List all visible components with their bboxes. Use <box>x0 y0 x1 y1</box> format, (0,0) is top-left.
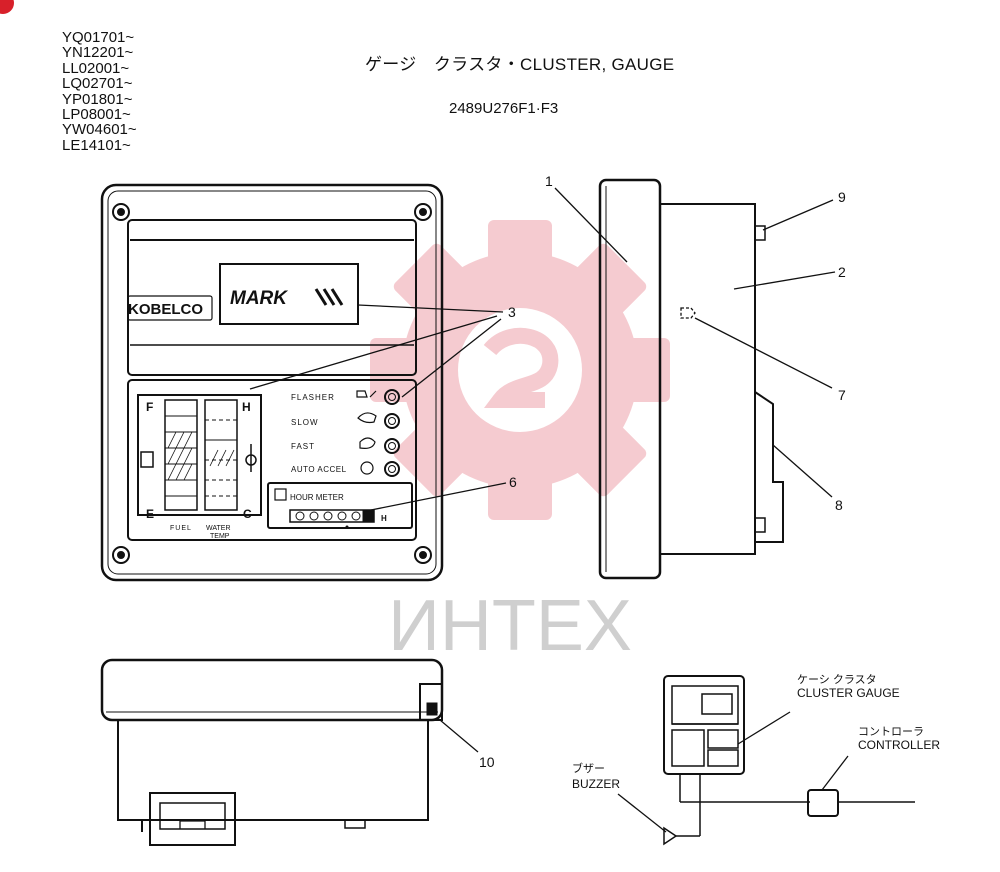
indicator-label: FAST <box>291 442 315 451</box>
buzzer-jp-label: ブザー <box>572 761 605 775</box>
callout-9: 9 <box>838 189 846 205</box>
fuel-label: FUEL <box>170 525 192 532</box>
fuel-full-letter: F <box>146 400 153 414</box>
fuel-empty-letter: E <box>146 507 154 521</box>
hour-meter-unit: H <box>381 514 387 523</box>
serial-number: LE14101~ <box>62 136 131 154</box>
callout-10: 10 <box>479 754 495 770</box>
callout-3: 3 <box>508 304 516 320</box>
serial-number: LL02001~ <box>62 59 130 77</box>
brand-label: KOBELCO <box>128 301 203 318</box>
part-number: 2489U276F1·F3 <box>449 100 559 117</box>
serial-number-list: YQ01701~ YN12201~ LL02001~ LQ02701~ YP01… <box>62 29 137 154</box>
temp-label: TEMP <box>210 533 230 540</box>
serial-number: LQ02701~ <box>62 75 133 93</box>
callout-8: 8 <box>835 497 843 513</box>
wiring-schematic <box>617 675 915 846</box>
watermark-text: ИНТЕХ <box>388 586 632 666</box>
temp-hot-letter: H <box>242 400 251 414</box>
callout-1: 1 <box>545 173 553 189</box>
temp-cold-letter: C <box>243 507 252 521</box>
serial-number: YN12201~ <box>62 44 134 62</box>
callout-6: 6 <box>509 474 517 490</box>
side-view <box>554 178 836 580</box>
serial-number: YP01801~ <box>62 90 133 108</box>
display-model-label: MARK <box>230 288 288 309</box>
cluster-gauge-en-label: CLUSTER GAUGE <box>797 686 900 700</box>
water-label: WATER <box>206 525 231 532</box>
controller-jp-label: コントローラ <box>858 726 924 738</box>
callout-2: 2 <box>838 264 846 280</box>
indicator-label: FLASHER <box>291 393 335 402</box>
serial-number: YQ01701~ <box>62 29 135 46</box>
cluster-gauge-jp-label: ケーシ クラスタ <box>797 673 877 686</box>
watermark-gear-logo <box>370 220 670 520</box>
hour-meter-label: HOUR METER <box>290 493 344 502</box>
buzzer-en-label: BUZZER <box>572 777 620 791</box>
bottom-view <box>100 658 479 846</box>
serial-number: YW04601~ <box>62 121 137 139</box>
corner-mark <box>0 0 14 14</box>
indicator-label: SLOW <box>291 418 319 427</box>
callout-7: 7 <box>838 387 846 403</box>
front-view <box>100 183 507 582</box>
serial-number: LP08001~ <box>62 106 131 124</box>
controller-en-label: CONTROLLER <box>858 738 940 752</box>
indicator-label: AUTO ACCEL <box>291 465 347 474</box>
diagram-title: ゲージ クラスタ・CLUSTER, GAUGE <box>365 55 675 74</box>
mark-stripes-icon <box>314 288 344 306</box>
